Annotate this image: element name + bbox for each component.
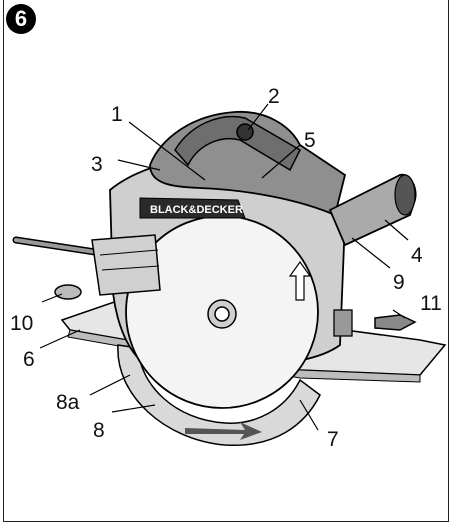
- rotation-arrow: [288, 260, 312, 301]
- bevel-adjustment-knob: [54, 284, 82, 300]
- brand-label: BLACK&DECKER: [150, 204, 243, 216]
- figure-number-badge: 6: [6, 4, 36, 34]
- brand-plate: [139, 197, 246, 219]
- callout-8a: 8a: [56, 391, 80, 414]
- callout-2: 2: [268, 85, 280, 108]
- callout-8: 8: [93, 419, 105, 442]
- callout-7: 7: [327, 428, 339, 451]
- callout-1: 1: [111, 103, 123, 126]
- front-guard-grille: [91, 234, 161, 296]
- depth-adjustment-lever: [374, 314, 417, 331]
- callout-11: 11: [420, 292, 442, 315]
- callout-9: 9: [393, 271, 405, 294]
- main-handle: [174, 115, 301, 172]
- callout-6: 6: [23, 348, 35, 371]
- dust-port-opening: [394, 174, 416, 216]
- callout-4: 4: [411, 244, 423, 267]
- lower-blade-guard: [117, 344, 321, 446]
- guard-arrow: [185, 422, 262, 440]
- callout-10: 10: [10, 312, 33, 335]
- blade-bolt: [214, 306, 230, 322]
- front-handle-bar-inner: [14, 238, 97, 254]
- leader-lines: [39, 103, 409, 431]
- callout-5: 5: [304, 129, 316, 152]
- figure-frame: [3, 0, 449, 522]
- bevel-knob-rear: [333, 309, 353, 337]
- callout-3: 3: [91, 153, 103, 176]
